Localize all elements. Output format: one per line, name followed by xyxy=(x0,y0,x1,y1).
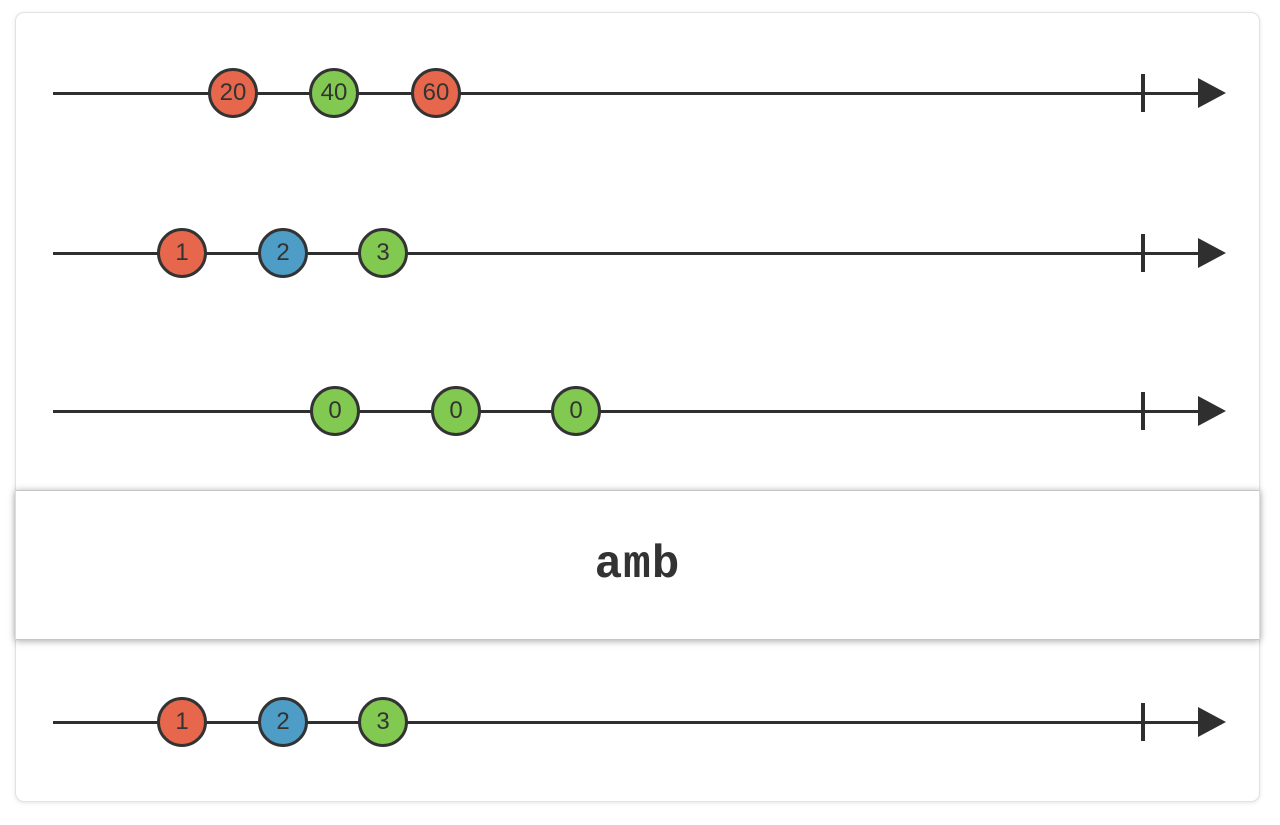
timeline-line xyxy=(53,409,1200,413)
marble[interactable]: 60 xyxy=(411,68,461,118)
completion-tick xyxy=(1141,392,1145,430)
marble[interactable]: 40 xyxy=(309,68,359,118)
arrowhead-icon xyxy=(1198,707,1229,737)
operator-label: amb xyxy=(594,539,681,591)
arrowhead-icon xyxy=(1198,78,1229,108)
marble: 1 xyxy=(157,697,207,747)
marble[interactable]: 0 xyxy=(310,386,360,436)
timeline-line xyxy=(53,251,1200,255)
marble[interactable]: 20 xyxy=(208,68,258,118)
completion-tick xyxy=(1141,234,1145,272)
operator-box: amb xyxy=(15,490,1260,640)
timeline-line xyxy=(53,91,1200,95)
arrowhead-icon xyxy=(1198,396,1229,426)
marble: 2 xyxy=(258,697,308,747)
completion-tick xyxy=(1141,703,1145,741)
diagram-card xyxy=(15,12,1260,802)
arrowhead-icon xyxy=(1198,238,1229,268)
marble[interactable]: 3 xyxy=(358,228,408,278)
marble[interactable]: 1 xyxy=(157,228,207,278)
marble[interactable]: 0 xyxy=(551,386,601,436)
completion-tick xyxy=(1141,74,1145,112)
marble[interactable]: 0 xyxy=(431,386,481,436)
marble: 3 xyxy=(358,697,408,747)
marble[interactable]: 2 xyxy=(258,228,308,278)
timeline-line xyxy=(53,720,1200,724)
